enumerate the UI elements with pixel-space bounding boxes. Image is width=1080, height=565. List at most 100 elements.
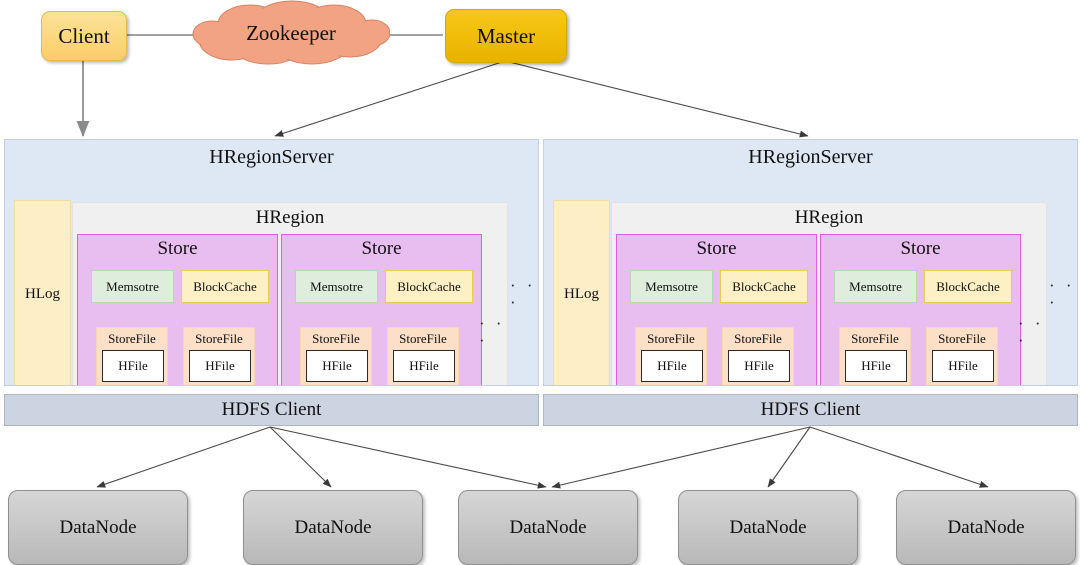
store-box[interactable]: Store Memsotre BlockCache StoreFile HFil… — [281, 234, 482, 385]
hfile-label: HFile — [948, 358, 978, 373]
hlog-box[interactable]: HLog — [553, 200, 610, 385]
client-node[interactable]: Client — [41, 11, 127, 61]
blockcache-box[interactable]: BlockCache — [924, 270, 1012, 303]
hfile-box[interactable]: HFile — [102, 350, 164, 382]
storefile-label: StoreFile — [195, 331, 243, 346]
arrow-hdfs-right-to-datanode-3 — [551, 426, 811, 489]
more-regions-ellipsis: · · · — [510, 276, 537, 312]
region-server-label: HRegionServer — [209, 146, 334, 168]
store-box[interactable]: Store Memsotre BlockCache StoreFile HFil… — [616, 234, 817, 385]
memstore-box[interactable]: Memsotre — [630, 270, 713, 303]
region-server-right[interactable]: HRegionServer HLog HRegion Store Memsotr… — [543, 139, 1078, 386]
storefile-box[interactable]: StoreFile HFile — [635, 327, 707, 385]
blockcache-label: BlockCache — [193, 278, 257, 294]
more-regions-ellipsis: · · · — [1049, 276, 1076, 312]
hfile-label: HFile — [409, 358, 439, 373]
storefile-label: StoreFile — [108, 331, 156, 346]
client-label: Client — [58, 23, 110, 48]
blockcache-label: BlockCache — [732, 278, 796, 294]
cloud-shape — [192, 0, 390, 65]
blockcache-label: BlockCache — [397, 278, 461, 294]
hdfs-client-label: HDFS Client — [221, 399, 322, 420]
datanode-3[interactable]: DataNode — [458, 490, 638, 565]
memstore-label: Memsotre — [849, 278, 902, 294]
datanode-5[interactable]: DataNode — [896, 490, 1076, 565]
hlog-label: HLog — [25, 286, 60, 302]
hfile-box[interactable]: HFile — [728, 350, 790, 382]
hfile-box[interactable]: HFile — [932, 350, 994, 382]
arrow-hdfs-left-to-datanode-1 — [96, 426, 271, 488]
hdfs-client-right[interactable]: HDFS Client — [543, 394, 1078, 426]
blockcache-box[interactable]: BlockCache — [385, 270, 473, 303]
memstore-box[interactable]: Memsotre — [91, 270, 174, 303]
hfile-box[interactable]: HFile — [306, 350, 368, 382]
storefile-box[interactable]: StoreFile HFile — [926, 327, 998, 385]
hlog-box[interactable]: HLog — [14, 200, 71, 385]
datanode-label: DataNode — [294, 516, 372, 538]
storefile-label: StoreFile — [647, 331, 695, 346]
zookeeper-node[interactable]: Zookeeper — [192, 0, 390, 66]
storefile-label: StoreFile — [734, 331, 782, 346]
hdfs-client-label: HDFS Client — [760, 399, 861, 420]
store-box[interactable]: Store Memsotre BlockCache StoreFile HFil… — [77, 234, 278, 385]
arrow-hdfs-right-to-datanode-5 — [809, 426, 989, 488]
store-label: Store — [696, 238, 737, 259]
master-label: Master — [476, 23, 536, 48]
region-server-label: HRegionServer — [748, 146, 873, 168]
datanode-label: DataNode — [729, 516, 807, 538]
hfile-label: HFile — [322, 358, 352, 373]
arrow-hdfs-left-to-datanode-2 — [269, 426, 332, 488]
hfile-box[interactable]: HFile — [189, 350, 251, 382]
memstore-box[interactable]: Memsotre — [295, 270, 378, 303]
store-box[interactable]: Store Memsotre BlockCache StoreFile HFil… — [820, 234, 1021, 385]
hregion-box[interactable]: HRegion Store Memsotre BlockCache StoreF… — [611, 202, 1047, 385]
arrow-master-to-regionserver-right — [504, 60, 809, 138]
hfile-label: HFile — [657, 358, 687, 373]
storefile-box[interactable]: StoreFile HFile — [300, 327, 372, 385]
datanode-4[interactable]: DataNode — [678, 490, 858, 565]
hfile-label: HFile — [118, 358, 148, 373]
store-label: Store — [900, 238, 941, 259]
hfile-box[interactable]: HFile — [641, 350, 703, 382]
storefile-label: StoreFile — [938, 331, 986, 346]
store-label: Store — [157, 238, 198, 259]
memstore-box[interactable]: Memsotre — [834, 270, 917, 303]
store-label: Store — [361, 238, 402, 259]
memstore-label: Memsotre — [310, 278, 363, 294]
arrow-master-to-regionserver-left — [274, 60, 506, 137]
memstore-label: Memsotre — [645, 278, 698, 294]
arrow-hdfs-left-to-datanode-3 — [269, 426, 547, 489]
region-server-left[interactable]: HRegionServer HLog HRegion Store Memsotr… — [4, 139, 539, 386]
blockcache-box[interactable]: BlockCache — [720, 270, 808, 303]
arrow-hdfs-right-to-datanode-4 — [767, 426, 811, 488]
datanode-label: DataNode — [59, 516, 137, 538]
hregion-label: HRegion — [255, 207, 325, 228]
more-stores-ellipsis: · · · — [479, 314, 506, 350]
datanode-label: DataNode — [947, 516, 1025, 538]
storefile-box[interactable]: StoreFile HFile — [96, 327, 168, 385]
datanode-1[interactable]: DataNode — [8, 490, 188, 565]
storefile-label: StoreFile — [312, 331, 360, 346]
storefile-box[interactable]: StoreFile HFile — [839, 327, 911, 385]
hdfs-client-left[interactable]: HDFS Client — [4, 394, 539, 426]
storefile-box[interactable]: StoreFile HFile — [183, 327, 255, 385]
hregion-label: HRegion — [794, 207, 864, 228]
more-stores-ellipsis: · · · — [1018, 314, 1045, 350]
master-node[interactable]: Master — [445, 9, 567, 63]
hregion-box[interactable]: HRegion Store Memsotre BlockCache StoreF… — [72, 202, 508, 385]
storefile-label: StoreFile — [399, 331, 447, 346]
datanode-label: DataNode — [509, 516, 587, 538]
datanode-2[interactable]: DataNode — [243, 490, 423, 565]
blockcache-box[interactable]: BlockCache — [181, 270, 269, 303]
storefile-box[interactable]: StoreFile HFile — [387, 327, 459, 385]
memstore-label: Memsotre — [106, 278, 159, 294]
hlog-label: HLog — [564, 286, 599, 302]
zookeeper-label: Zookeeper — [246, 20, 336, 45]
hfile-label: HFile — [205, 358, 235, 373]
hfile-label: HFile — [744, 358, 774, 373]
hfile-box[interactable]: HFile — [393, 350, 455, 382]
hfile-box[interactable]: HFile — [845, 350, 907, 382]
storefile-label: StoreFile — [851, 331, 899, 346]
storefile-box[interactable]: StoreFile HFile — [722, 327, 794, 385]
